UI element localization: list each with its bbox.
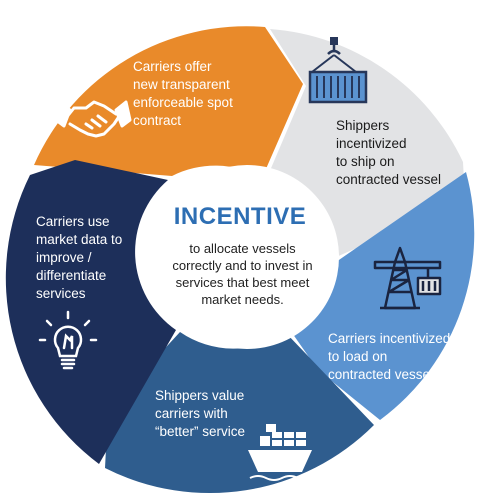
segment-text-spot-contract: Carriers offer new transparent enforceab… [133, 59, 233, 128]
segment-text-shippers-ship: Shippers incentivized to ship on contrac… [336, 118, 442, 187]
port-crane-icon [373, 246, 442, 310]
lightbulb-icon [38, 310, 98, 370]
segment-light-blue [290, 172, 475, 420]
segment-navy [5, 160, 176, 464]
cargo-ship-icon [248, 424, 313, 481]
center-circle [155, 165, 339, 349]
center-title: INCENTIVE [173, 203, 307, 230]
segment-text-shippers-value: Shippers value carriers with “better” se… [155, 388, 246, 439]
center-description: to allocate vessels correctly and to inv… [172, 241, 313, 307]
segment-orange [34, 26, 303, 178]
handshake-icon [54, 100, 132, 138]
segment-text-carriers-load: Carriers incentivized to load on contrac… [328, 331, 451, 382]
segment-text-market-data: Carriers use market data to improve / di… [36, 214, 123, 301]
container-crane-icon [308, 37, 368, 104]
